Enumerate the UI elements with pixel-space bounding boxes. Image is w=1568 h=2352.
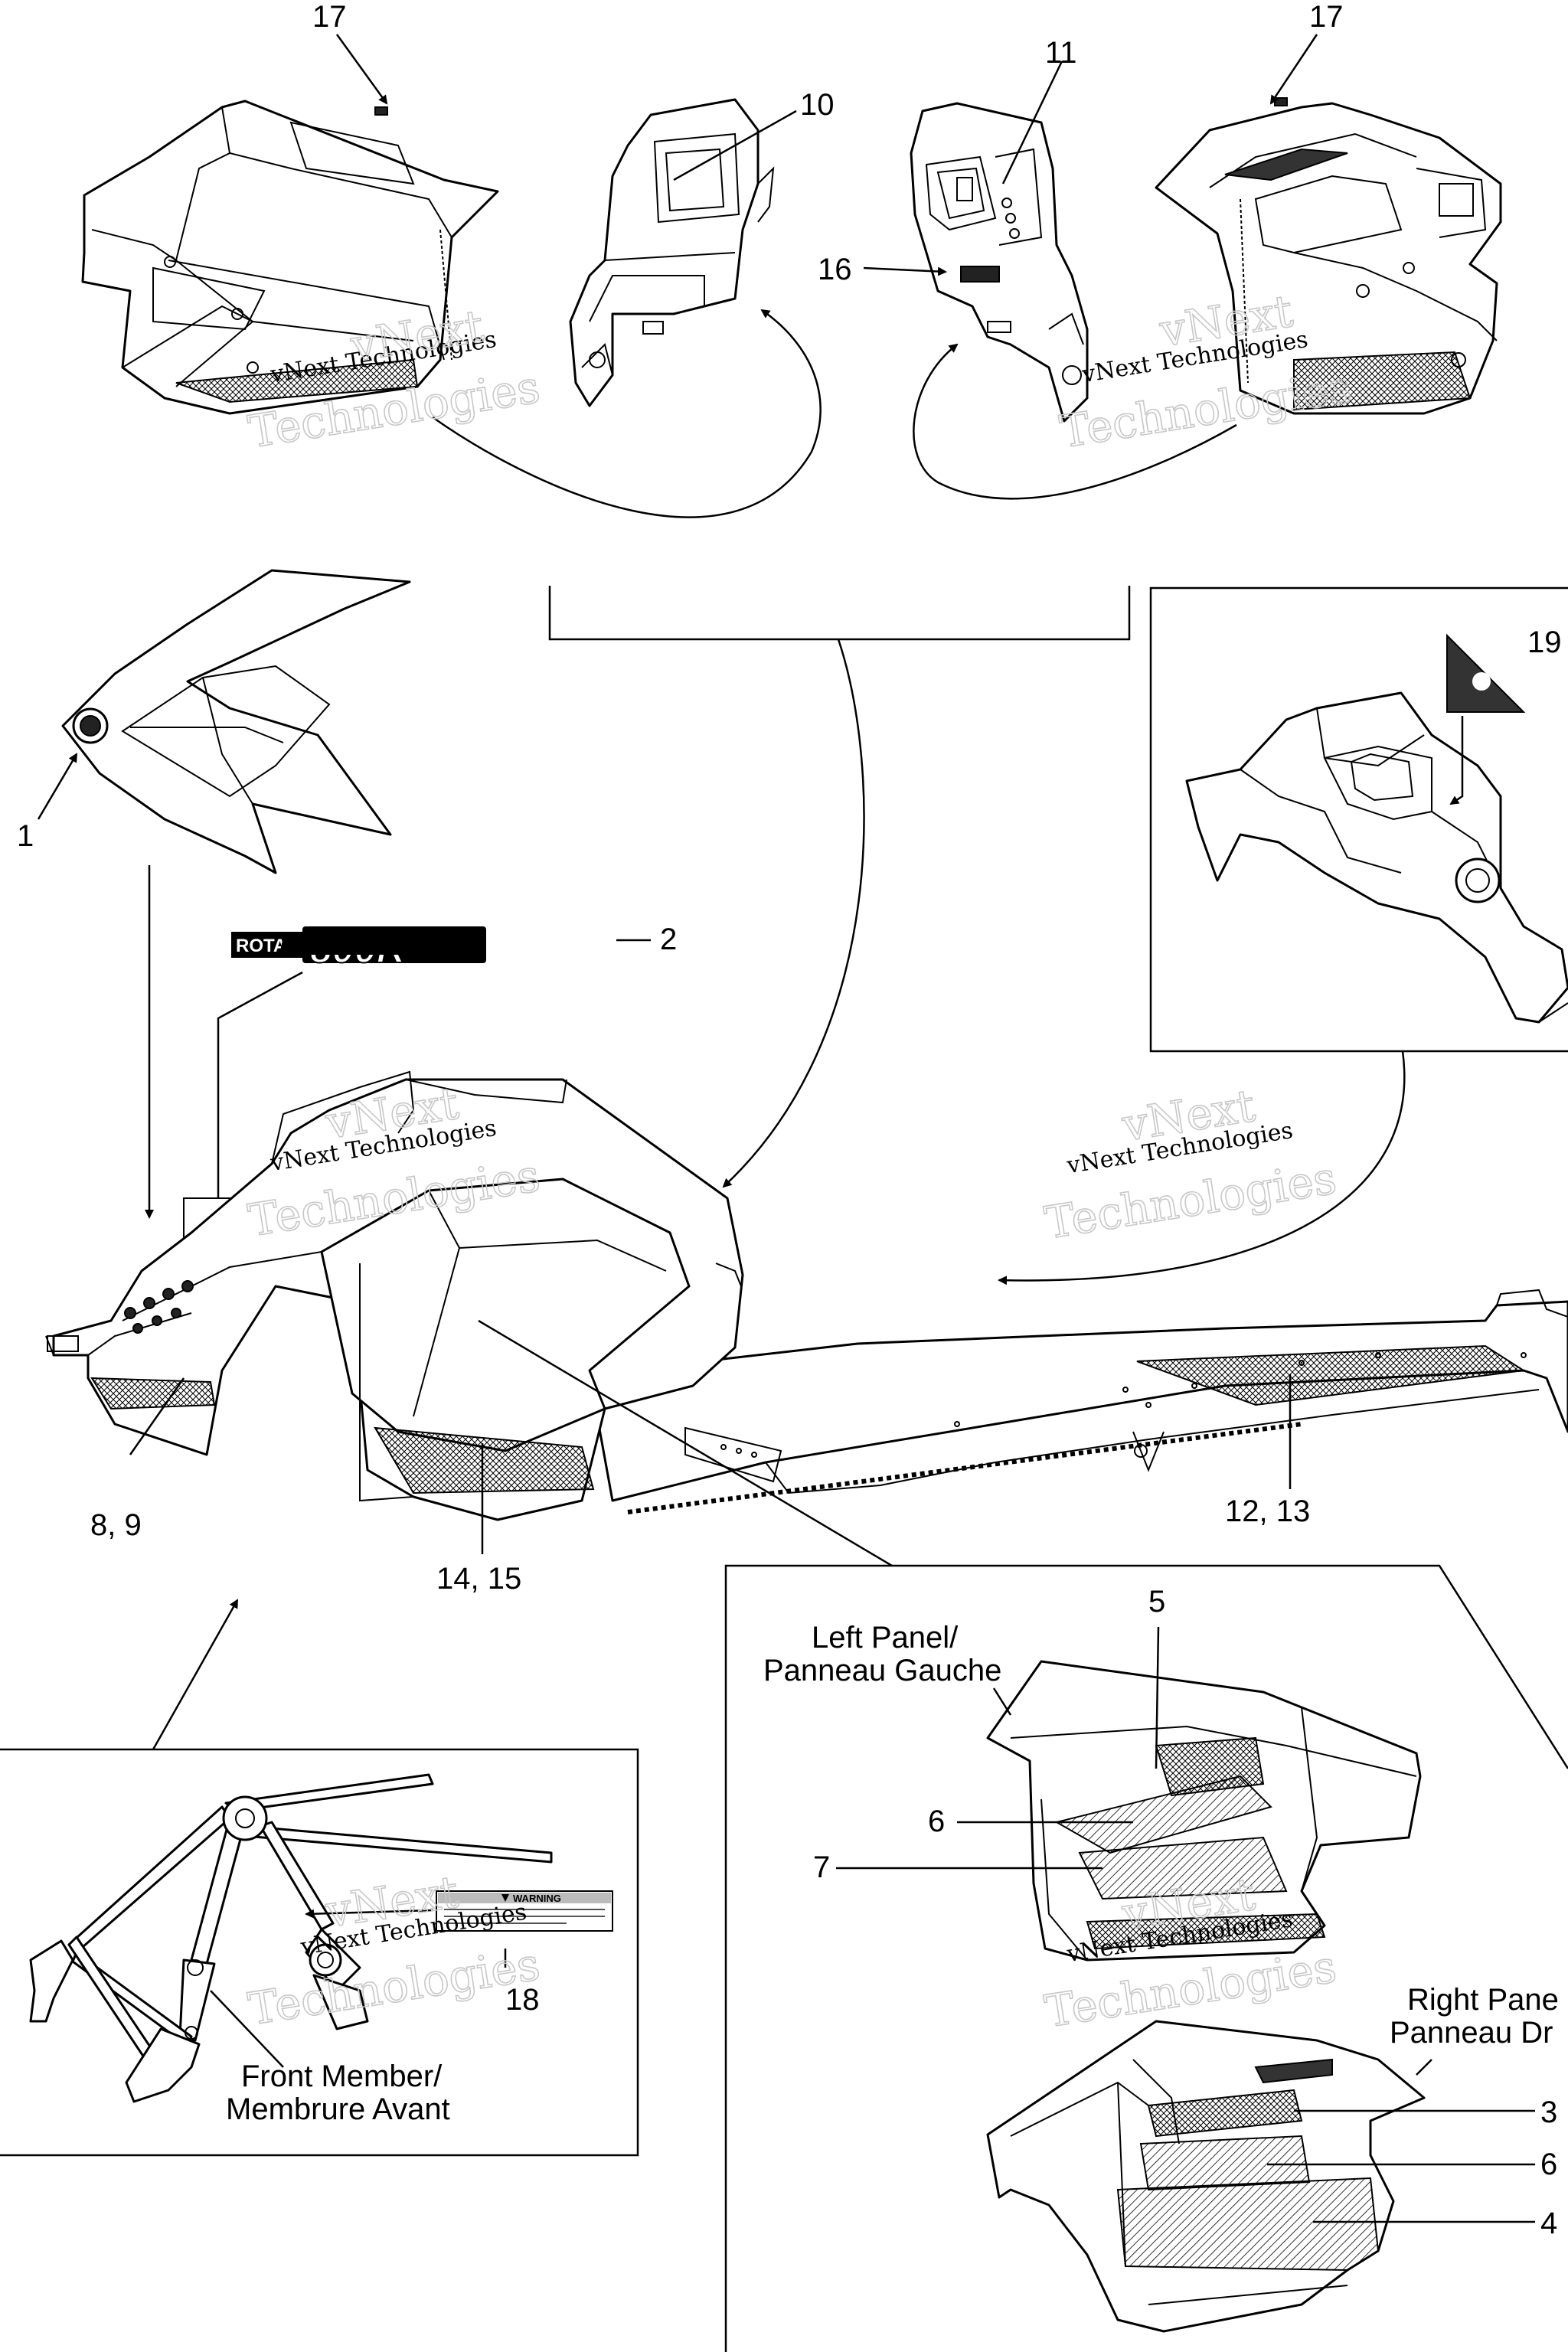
leader-decal-2 [217, 971, 303, 1198]
connector-curve-right [913, 343, 1237, 500]
left-panel-label-line2: Panneau Gauche [763, 1654, 1001, 1687]
front-member-label-line1: Front Member/ [241, 2060, 443, 2093]
right-panel-label-line2: Panneau Dr [1390, 2016, 1553, 2050]
callout-5: 5 [1148, 1585, 1165, 1619]
callout-14-15: 14, 15 [436, 1562, 521, 1596]
dashboard-inset [1149, 586, 1568, 1053]
connector-curve-left [432, 309, 822, 518]
callout-17-right: 17 [1309, 0, 1344, 34]
callout-4: 4 [1540, 2207, 1557, 2240]
callout-6-right: 6 [1540, 2148, 1557, 2181]
right-side-panel-top [1155, 97, 1502, 415]
callout-2: 2 [660, 923, 677, 956]
leader-11 [1001, 60, 1063, 185]
leader-10 [673, 109, 797, 181]
leader-1 [37, 753, 78, 820]
leader-17-left [335, 34, 388, 105]
leader-16 [863, 266, 947, 276]
top-group-bracket [548, 586, 1131, 641]
warning-decal-heading: WARNING [513, 1893, 561, 1904]
callout-3: 3 [1540, 2096, 1557, 2129]
callout-12-13: 12, 13 [1225, 1494, 1310, 1528]
arrow-frontmember-to-body [152, 1599, 239, 1750]
callout-1: 1 [17, 819, 34, 853]
connector-bracket-main [722, 639, 865, 1188]
left-panel-label-line1: Left Panel/ [812, 1621, 959, 1655]
callout-10: 10 [800, 88, 835, 122]
callout-6-left: 6 [928, 1805, 945, 1838]
left-side-panel-top [81, 100, 499, 415]
arrow-inset-to-body [998, 1050, 1406, 1285]
callout-17-left: 17 [312, 0, 347, 34]
svg-text:Technologies: Technologies [245, 1938, 544, 2035]
front-member-label-line2: Membrure Avant [226, 2092, 450, 2126]
decal-suffix-text: E-TEC [498, 933, 554, 954]
callout-11: 11 [1045, 36, 1077, 70]
leader-17-right [1269, 34, 1318, 105]
callout-8-9: 8, 9 [90, 1508, 142, 1542]
leader-8-9 [129, 1377, 185, 1455]
callout-16: 16 [818, 253, 852, 286]
watermark-mid-right: vNext Technologies Technologies vNext [1040, 1079, 1340, 1250]
hood-part [61, 569, 411, 874]
callout-18: 18 [505, 1983, 540, 2017]
left-console-panel [569, 98, 775, 407]
side-panels-inset [724, 1564, 1568, 2352]
leader-panel-to-inset [478, 1319, 893, 1567]
right-panel-label-line1: Right Pane [1407, 1983, 1559, 2017]
callout-19: 19 [1527, 626, 1562, 659]
right-console-panel [910, 102, 1089, 423]
front-member-inset: WARNING [0, 1748, 639, 2157]
rotax-decal: ROTAX 800R E-TEC [231, 926, 554, 972]
watermark-bottom-left: vNext Technologies Technologies vNext [244, 1865, 544, 2036]
snowmobile-body [45, 1070, 1568, 1521]
callout-7: 7 [813, 1851, 830, 1884]
